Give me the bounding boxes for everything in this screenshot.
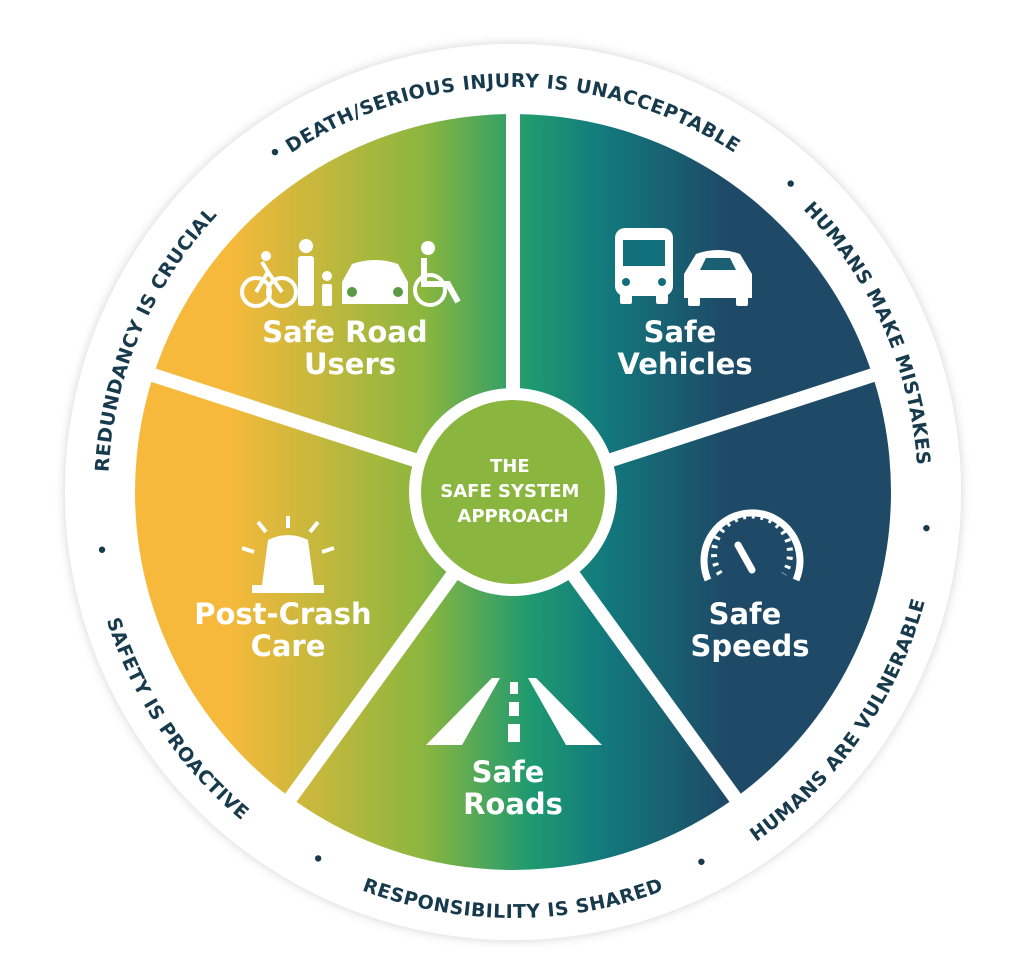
separator-dot: [98, 546, 106, 553]
center-title: THE SAFE SYSTEM APPROACH: [440, 456, 585, 527]
separator-dot: [314, 855, 322, 862]
road-users-icon: [240, 239, 461, 308]
siren-icon: [241, 516, 335, 593]
segment-label: Post-Crash Care: [194, 597, 382, 663]
segment-label: Safe Speeds: [690, 597, 809, 663]
center-circle: [421, 400, 605, 584]
road-icon: [426, 678, 602, 745]
segment-label: Safe Vehicles: [617, 315, 752, 381]
segment-label: Safe Road Users: [262, 315, 438, 381]
speedometer-icon: [700, 509, 804, 582]
segment-post-crash-care: Post-Crash Care: [194, 516, 382, 663]
vehicles-icon: [615, 228, 752, 306]
separator-dot: [923, 524, 930, 532]
segment-safe-roads: Safe Roads: [426, 678, 602, 821]
segment-safe-speeds: Safe Speeds: [690, 509, 810, 663]
separator-dot: [698, 858, 705, 865]
separator-dot: [787, 180, 794, 187]
segment-safe-road-users: Safe Road Users: [240, 239, 461, 381]
separator-dot: [271, 148, 279, 156]
segment-label: Safe Roads: [463, 755, 563, 821]
segment-safe-vehicles: Safe Vehicles: [615, 228, 753, 381]
